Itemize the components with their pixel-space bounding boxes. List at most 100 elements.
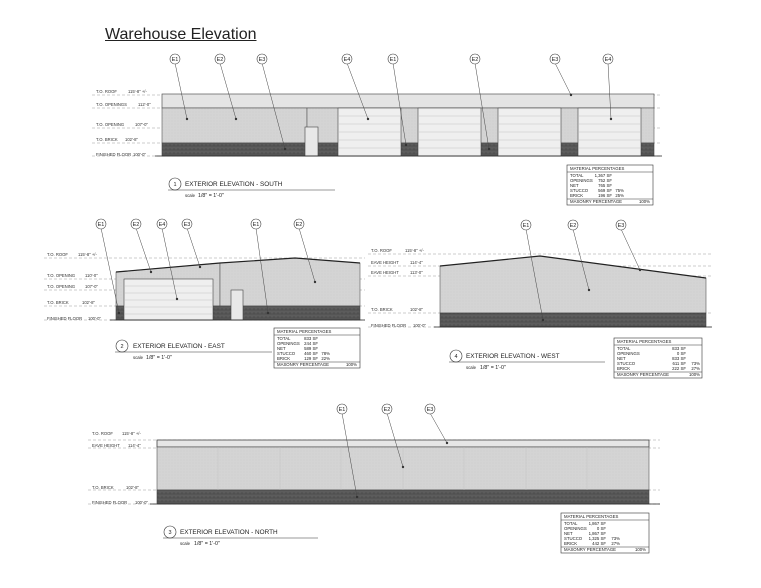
west-level-value: 102'-8"	[410, 307, 424, 312]
north-level-value: 114'-4"	[128, 443, 141, 448]
east-scale-prefix: scale	[133, 355, 144, 360]
east-level-label: T.O. ROOF	[47, 252, 68, 257]
west-level-value: 114'-4"	[410, 260, 423, 265]
north-table-pct: 100%	[635, 547, 646, 552]
south-level-label: T.O. OPENINGS	[96, 102, 127, 107]
west-level-value: 113'-0"	[410, 270, 423, 275]
south-material-table: MATERIAL PERCENTAGES TOTAL 1,367 SF OPEN…	[566, 164, 654, 206]
east-table-pct: 78%	[321, 351, 330, 356]
north-material-table: MATERIAL PERCENTAGES TOTAL 1,867 SF OPEN…	[560, 512, 650, 554]
west-material-table: MATERIAL PERCENTAGES TOTAL 833 SF OPENIN…	[613, 337, 703, 379]
south-level-value: 115'-8" +/-	[128, 89, 147, 94]
west-wall-stucco	[439, 255, 707, 314]
west-table-label: OPENINGS	[617, 351, 640, 356]
north-view-number: 3	[168, 530, 171, 536]
west-level-value: 115'-8" +/-	[405, 248, 424, 253]
north-view-scale: 1/8" = 1'-0"	[194, 541, 220, 547]
east-level-label: T.O. BRICK	[47, 300, 69, 305]
north-table-label: NET	[564, 531, 573, 536]
west-table-header: MATERIAL PERCENTAGES	[617, 339, 671, 344]
west-table-value: 0 SF	[677, 351, 686, 356]
east-callout-bubbles	[95, 218, 305, 230]
north-table-value: 1,867 SF	[589, 521, 607, 526]
east-callout-label: E1	[98, 222, 105, 228]
east-table-label: MASONRY PERCENTAGE	[277, 362, 329, 367]
east-callout-label: E3	[184, 222, 191, 228]
south-table-label: OPENINGS	[570, 178, 593, 183]
south-table-label: BRICK	[570, 193, 583, 198]
east-material-table: MATERIAL PERCENTAGES TOTAL 833 SF OPENIN…	[273, 327, 361, 369]
east-view-title: EXTERIOR ELEVATION - EAST	[133, 343, 225, 350]
west-callout-label: E2	[570, 223, 577, 229]
north-table-label: TOTAL	[564, 521, 578, 526]
south-callout-dots	[185, 93, 613, 151]
north-table-label: OPENINGS	[564, 526, 587, 531]
south-table-value: 196 SF	[598, 193, 612, 198]
south-table-pct: 25%	[615, 193, 624, 198]
west-level-label: FINISHED FLOOR	[371, 323, 406, 328]
north-level-label: T.O. BRICK	[92, 485, 114, 490]
east-level-label: T.O. OPENING	[47, 273, 75, 278]
west-table-label: NET	[617, 356, 626, 361]
south-table-value: 752 SF	[598, 178, 612, 183]
west-table-value: 833 SF	[672, 356, 686, 361]
north-table-value: 0 SF	[597, 526, 606, 531]
north-table-label: BRICK	[564, 541, 577, 546]
elevation-west: T.O. ROOF 115'-8" +/- EAVE HEIGHT 114'-4…	[368, 219, 712, 379]
east-callout-label: E4	[159, 222, 166, 228]
south-callout-bubbles	[169, 53, 614, 65]
south-view-number: 1	[173, 182, 176, 188]
east-door	[230, 289, 244, 321]
south-parapet	[161, 93, 655, 109]
west-callout-label: E3	[618, 223, 625, 229]
north-wall-brick	[156, 489, 650, 505]
west-table-label: MASONRY PERCENTAGE	[617, 372, 669, 377]
east-table-label: OPENINGS	[277, 341, 300, 346]
west-level-label: T.O. BRICK	[371, 307, 393, 312]
north-table-label: MASONRY PERCENTAGE	[564, 547, 616, 552]
east-table-pct: 100%	[346, 362, 357, 367]
north-scale-prefix: scale	[180, 541, 191, 546]
east-callout-label: E1	[253, 222, 260, 228]
south-level-value: 100'-0"	[133, 152, 147, 157]
west-leaders	[525, 228, 641, 321]
east-callout-label: E2	[296, 222, 303, 228]
east-table-value: 460 SF	[304, 351, 318, 356]
west-view-scale: 1/8" = 1'-0"	[480, 365, 506, 371]
east-table-value: 129 SF	[304, 356, 318, 361]
north-table-label: STUCCO	[564, 536, 583, 541]
west-level-label: EAVE HEIGHT	[371, 260, 399, 265]
north-callout-label: E2	[384, 407, 391, 413]
north-table-pct: 27%	[611, 541, 620, 546]
east-level-value: 107'-0"	[85, 284, 99, 289]
south-scale-prefix: scale	[185, 193, 196, 198]
west-callout-dots	[541, 268, 642, 322]
west-table-label: STUCCO	[617, 361, 636, 366]
east-callout-label: E2	[133, 222, 140, 228]
south-table-label: TOTAL	[570, 173, 584, 178]
west-scale-prefix: scale	[466, 365, 477, 370]
elevation-east: T.O. ROOF 115'-8" +/- T.O. OPENING 110'-…	[44, 218, 365, 369]
west-table-label: TOTAL	[617, 346, 631, 351]
west-level-label: EAVE HEIGHT	[371, 270, 399, 275]
north-callout-bubbles	[336, 403, 436, 415]
east-table-label: STUCCO	[277, 351, 296, 356]
south-table-label: MASONRY PERCENTAGE	[570, 199, 622, 204]
south-table-value: 569 SF	[598, 188, 612, 193]
west-table-value: 833 SF	[672, 346, 686, 351]
north-level-label: EAVE HEIGHT	[92, 443, 120, 448]
east-level-label: T.O. OPENING	[47, 284, 75, 289]
west-callout-label: E1	[523, 223, 530, 229]
south-table-pct: 75%	[615, 188, 624, 193]
north-table-pct: 73%	[611, 536, 620, 541]
south-callout-label: E2	[472, 57, 479, 63]
north-leaders	[341, 412, 448, 498]
east-table-label: NET	[277, 346, 286, 351]
south-callout-label: E4	[605, 57, 612, 63]
south-door-panels	[338, 115, 641, 149]
north-table-value: 442 SF	[592, 541, 606, 546]
south-callout-label: E1	[390, 57, 397, 63]
north-level-value: 102'-8"	[126, 485, 140, 490]
west-table-pct: 73%	[691, 361, 700, 366]
